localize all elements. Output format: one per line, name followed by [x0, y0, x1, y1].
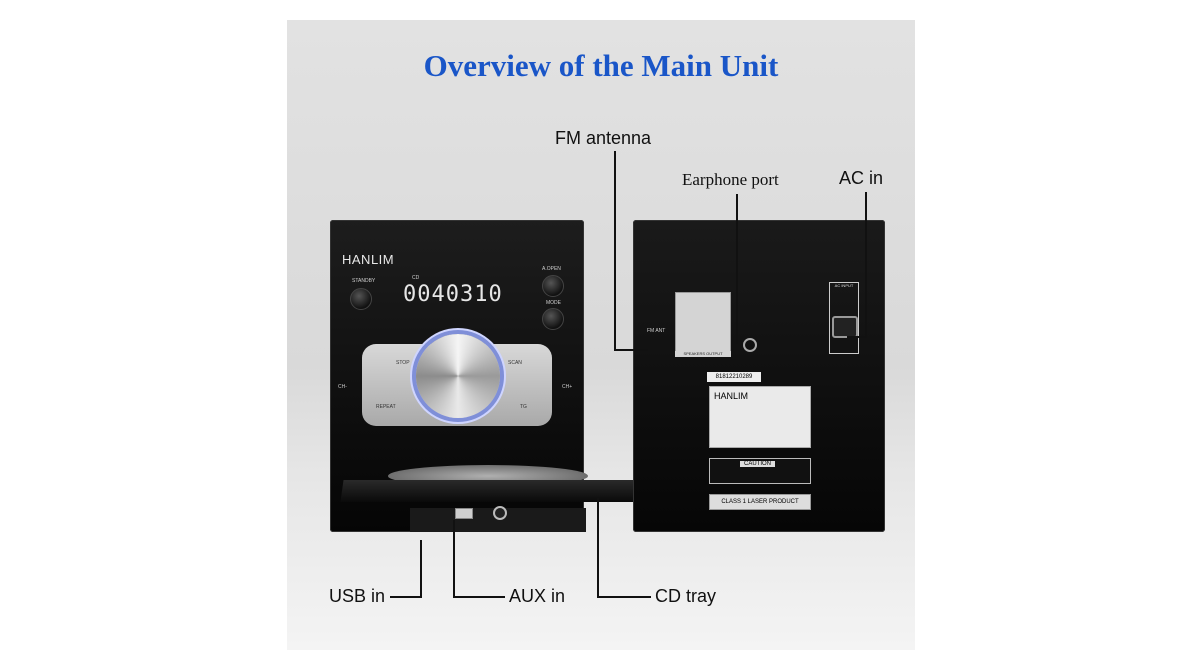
- cd-tray-shape: [340, 480, 672, 502]
- stop-label: STOP: [396, 360, 410, 366]
- ch-minus-label: CH-: [338, 384, 347, 390]
- standby-knob: [350, 288, 372, 310]
- mode-label: MODE: [546, 300, 561, 306]
- ac-input-label: AC INPUT: [834, 283, 854, 288]
- caution-label: CAUTION: [709, 458, 811, 484]
- cd-tray-line-v: [597, 498, 599, 598]
- ac-in-line-v: [865, 192, 867, 338]
- ac-socket: [832, 316, 858, 338]
- front-unit: HANLIM STANDBY CD 0040310 A.OPEN MODE ST…: [330, 220, 672, 532]
- rating-plate: HANLIM: [709, 386, 811, 448]
- fm-antenna-line-h: [614, 349, 648, 351]
- speaker-terminal: [675, 292, 731, 352]
- standby-label: STANDBY: [352, 278, 376, 284]
- back-unit: FM ANT SPEAKERS OUTPUT AC INPUT 81812210…: [633, 220, 885, 532]
- fm-ant-label: FM ANT: [647, 328, 666, 334]
- ch-plus-label: CH+: [562, 384, 573, 390]
- ac-in-line-h: [847, 336, 867, 338]
- product-photo: Overview of the Main Unit HANLIM STANDBY…: [287, 20, 915, 650]
- rating-brand: HANLIM: [714, 391, 749, 401]
- tg-label: TG: [520, 404, 527, 410]
- cd-tray-line-h: [597, 596, 651, 598]
- page-title: Overview of the Main Unit: [423, 48, 779, 83]
- cd-tray-callout: CD tray: [655, 586, 717, 606]
- mode-knob: [542, 308, 564, 330]
- aux-line-v: [453, 520, 455, 598]
- earphone-line: [736, 194, 738, 344]
- laser-label: CLASS 1 LASER PRODUCT: [709, 494, 811, 510]
- volume-dial: [416, 334, 500, 418]
- speaker-output-label: SPEAKERS OUTPUT: [675, 351, 731, 357]
- aopen-knob: [542, 275, 564, 297]
- serial-label: 81812210289: [707, 372, 761, 382]
- usb-line-h: [390, 596, 422, 598]
- aux-port: [493, 506, 507, 520]
- aux-in-callout: AUX in: [509, 586, 566, 606]
- caution-text: CAUTION: [740, 461, 775, 467]
- repeat-label: REPEAT: [376, 404, 396, 410]
- display-tag: CD: [412, 275, 420, 281]
- fm-antenna-callout: FM antenna: [555, 128, 652, 148]
- usb-in-callout: USB in: [329, 586, 386, 606]
- earphone-port-callout: Earphone port: [682, 170, 779, 189]
- scan-label: SCAN: [508, 360, 522, 366]
- usb-port: [455, 508, 473, 519]
- lcd-display: 0040310: [403, 282, 503, 307]
- earphone-jack: [743, 338, 757, 352]
- fm-antenna-line-v: [614, 151, 616, 351]
- usb-line-v: [420, 540, 422, 598]
- ac-input-box: AC INPUT: [829, 282, 859, 354]
- aopen-label: A.OPEN: [542, 266, 561, 272]
- ac-in-callout: AC in: [839, 168, 884, 188]
- brand-logo: HANLIM: [342, 252, 395, 267]
- aux-line-h: [453, 596, 505, 598]
